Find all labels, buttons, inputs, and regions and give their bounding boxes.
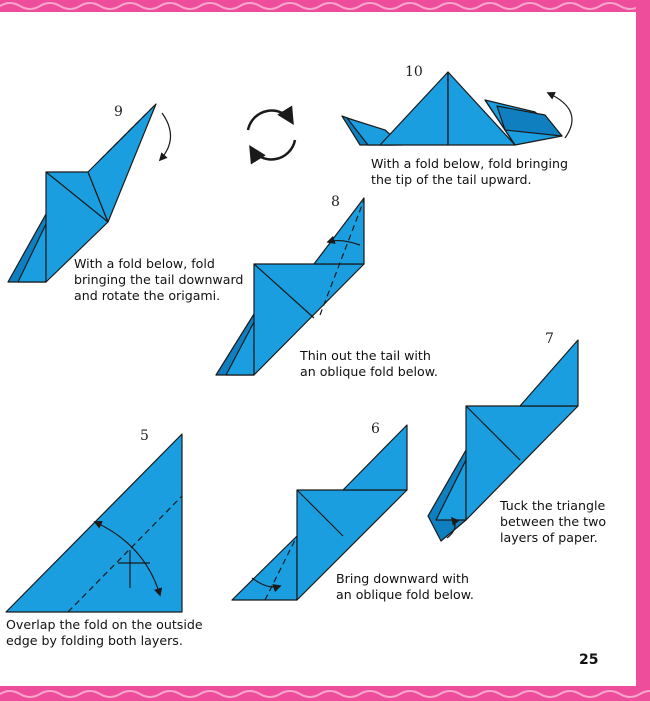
step-8-caption: Thin out the tail with an oblique fold b… xyxy=(300,348,438,379)
bottom-wave-border xyxy=(0,686,650,701)
step-number-10: 10 xyxy=(405,64,423,80)
step-number-9: 9 xyxy=(114,104,123,120)
step-9-caption: With a fold below, fold bringing the tai… xyxy=(74,256,244,303)
step-5-caption: Overlap the fold on the outside edge by … xyxy=(6,617,203,648)
right-pink-border xyxy=(636,0,650,701)
page-number: 25 xyxy=(579,652,599,668)
step-8-figure xyxy=(215,197,365,376)
rotate-arrows-icon xyxy=(246,105,297,165)
step-7-caption: Tuck the triangle between the two layers… xyxy=(500,498,607,545)
step-10-caption: With a fold below, fold bringing the tip… xyxy=(371,156,568,187)
step-7-figure xyxy=(427,339,579,542)
top-wave-border xyxy=(0,0,650,12)
step-5-figure xyxy=(5,433,183,613)
step-6-figure xyxy=(231,424,408,601)
step-number-6: 6 xyxy=(371,421,380,437)
step-6-caption: Bring downward with an oblique fold belo… xyxy=(336,571,474,602)
step-number-5: 5 xyxy=(140,428,149,444)
step-number-7: 7 xyxy=(545,331,554,347)
step-10-figure xyxy=(341,71,573,146)
step-number-8: 8 xyxy=(331,194,340,210)
step-9-figure xyxy=(7,103,172,283)
